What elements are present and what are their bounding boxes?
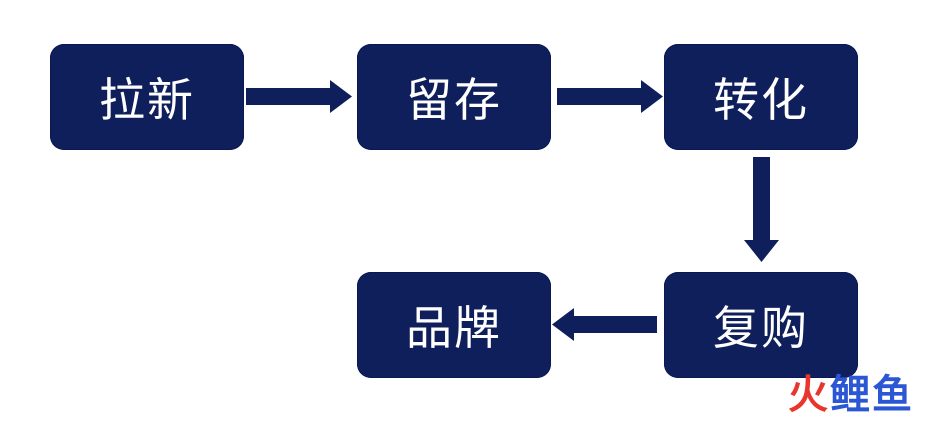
- node-zhuanhua: 转化: [664, 44, 858, 150]
- watermark-logo: 火 鲤 鱼: [788, 362, 914, 420]
- arrow-lax-to-liucun: [246, 80, 352, 113]
- node-label: 品牌: [406, 301, 502, 355]
- node-label: 复购: [713, 301, 809, 355]
- node-label: 转化: [713, 73, 809, 127]
- node-fugou: 复购: [664, 272, 858, 378]
- node-label: 留存: [406, 73, 502, 127]
- arrow-zhuanhua-to-fugou: [744, 157, 779, 262]
- watermark-char: 鱼: [872, 372, 914, 418]
- watermark-char: 火: [788, 372, 830, 418]
- node-liucun: 留存: [357, 44, 551, 150]
- node-laxin: 拉新: [50, 44, 244, 150]
- node-label: 拉新: [99, 73, 195, 127]
- arrow-liucun-to-zhuanhua: [557, 80, 663, 113]
- watermark-char: 鲤: [830, 372, 872, 418]
- arrow-fugou-to-pinpai: [552, 308, 657, 341]
- node-pinpai: 品牌: [357, 272, 551, 378]
